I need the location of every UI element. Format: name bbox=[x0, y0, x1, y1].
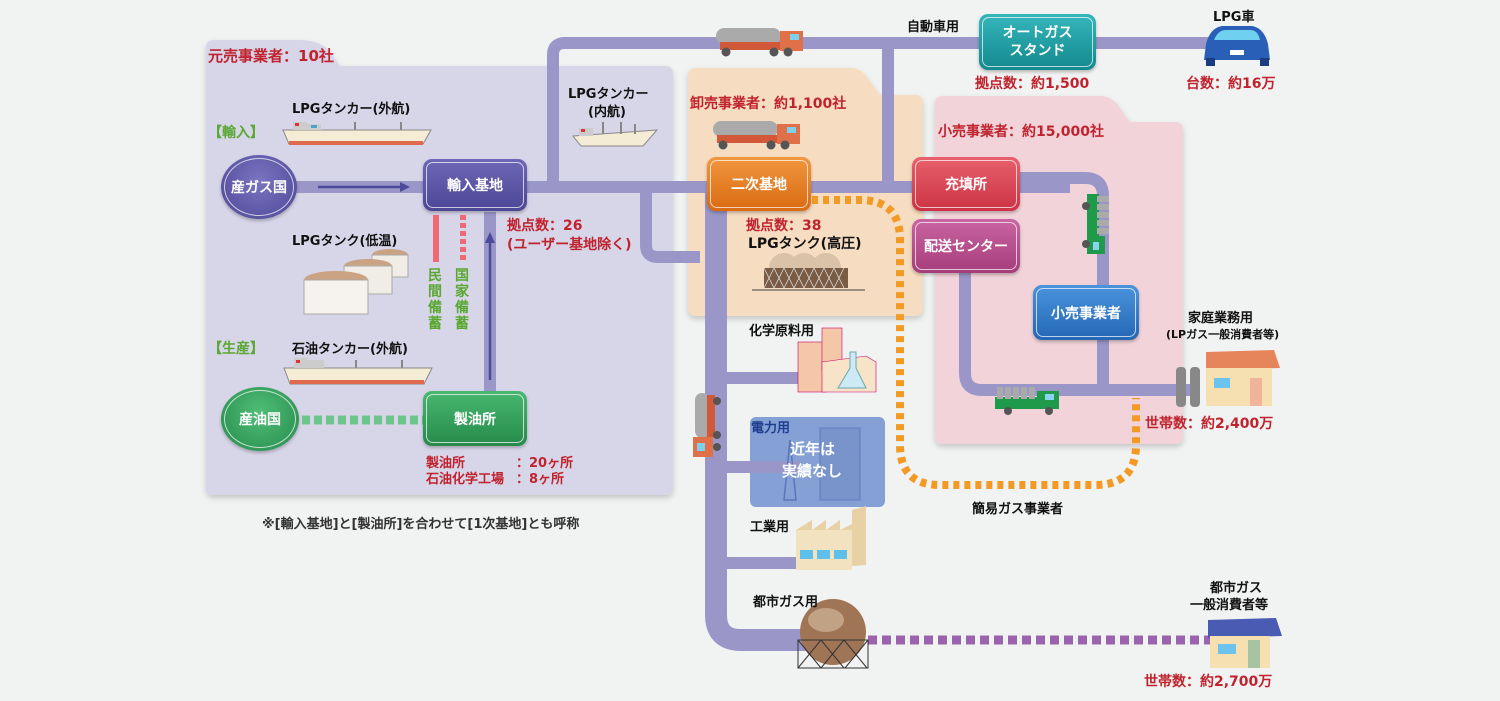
autogas-station-node[interactable]: オートガス スタンド bbox=[979, 14, 1096, 70]
simple-gas-dashed-line bbox=[812, 196, 1140, 489]
power-note-2: 実績なし bbox=[782, 462, 843, 480]
lpg-tanker-ocean-label: LPGタンカー(外航) bbox=[292, 102, 411, 117]
wholesale-title: 卸売事業者：約1,100社 bbox=[690, 96, 847, 112]
cylinder-truck-icon-horizontal bbox=[995, 387, 1059, 415]
auto-use-label: 自動車用 bbox=[907, 20, 960, 35]
refinery-count-value-2: ：8ヶ所 bbox=[516, 472, 565, 487]
lpg-car-count: 台数：約16万 bbox=[1186, 76, 1276, 92]
oil-producer-node[interactable]: 産油国 bbox=[221, 387, 299, 451]
tanker-truck-icon-top bbox=[716, 28, 803, 57]
simple-gas-operator-label: 簡易ガス事業者 bbox=[972, 502, 1064, 517]
oil-tanker-icon bbox=[283, 358, 433, 385]
primary-supplier-title: 元売事業者：10社 bbox=[208, 47, 334, 65]
refinery-count-label-2: 石油化学工場 bbox=[426, 472, 505, 487]
lpg-tank-low-temp-label: LPGタンク(低温) bbox=[292, 234, 398, 249]
chemical-use-label: 化学原料用 bbox=[749, 324, 815, 339]
gas-producer-node[interactable]: 産ガス国 bbox=[221, 155, 297, 219]
household-label-1: 家庭業務用 bbox=[1188, 311, 1254, 326]
secondary-base-node[interactable]: 二次基地 bbox=[707, 157, 811, 211]
import-tag: 【輸入】 bbox=[208, 125, 264, 141]
power-note-1: 近年は bbox=[790, 440, 836, 458]
household-label-2: (LPガス一般消費者等) bbox=[1166, 328, 1280, 341]
city-gas-consumer-label-1: 都市ガス bbox=[1210, 581, 1263, 596]
refinery-count-label-1: 製油所 bbox=[426, 456, 466, 471]
city-gas-house-icon bbox=[1208, 618, 1282, 668]
pipe-top-road bbox=[547, 37, 1210, 187]
flow-arrows bbox=[318, 182, 495, 380]
refinery-node[interactable]: 製油所 bbox=[423, 391, 527, 446]
import-base-count-note: (ユーザー基地除く) bbox=[507, 237, 632, 253]
delivery-center-node[interactable]: 配送センター bbox=[912, 219, 1020, 273]
city-gas-consumer-label-2: 一般消費者等 bbox=[1190, 598, 1269, 613]
lpg-tank-low-temp-icon bbox=[303, 249, 409, 315]
cylinder-truck-icon-vertical bbox=[1082, 194, 1109, 254]
industrial-use-label: 工業用 bbox=[750, 520, 790, 535]
pipe-trunk bbox=[705, 187, 810, 651]
lpg-tank-high-pressure-label: LPGタンク(高圧) bbox=[748, 236, 862, 252]
domestic-tanker-label-1: LPGタンカー bbox=[568, 87, 649, 102]
lpg-tank-high-pressure-icon bbox=[752, 253, 865, 291]
national-reserve-label: 国家備蓄 bbox=[455, 268, 469, 332]
power-use-label: 電力用 bbox=[751, 421, 791, 436]
lpg-car-label: LPG車 bbox=[1213, 10, 1255, 25]
pipe-retail-top bbox=[1020, 172, 1109, 390]
retail-title: 小売事業者：約15,000社 bbox=[938, 124, 1105, 140]
pipe-retail-left bbox=[959, 260, 1195, 396]
lpg-tanker-icon bbox=[282, 122, 432, 145]
production-tag: 【生産】 bbox=[208, 341, 264, 357]
inland-tanker-icon bbox=[572, 122, 659, 147]
retailer-node[interactable]: 小売事業者 bbox=[1033, 285, 1139, 340]
city-gas-consumer-count: 世帯数：約2,700万 bbox=[1144, 674, 1273, 690]
tanker-truck-icon-vertical bbox=[693, 393, 721, 457]
private-reserve-label: 民間備蓄 bbox=[428, 268, 442, 332]
factory-icon bbox=[796, 506, 866, 570]
power-plant-icon bbox=[783, 427, 861, 501]
refinery-count-value-1: ：20ヶ所 bbox=[516, 456, 574, 471]
oil-tanker-ocean-label: 石油タンカー(外航) bbox=[292, 342, 408, 357]
spherical-gas-tank-icon bbox=[797, 599, 869, 669]
lpg-car-icon bbox=[1204, 26, 1270, 66]
autogas-station-count: 拠点数：約1,500 bbox=[975, 76, 1090, 92]
city-gas-use-label: 都市ガス用 bbox=[753, 595, 819, 610]
footnote: ※[輸入基地]と[製油所]を合わせて[1次基地]とも呼称 bbox=[262, 517, 580, 532]
household-count: 世帯数：約2,400万 bbox=[1145, 416, 1274, 432]
secondary-base-count: 拠点数：38 bbox=[746, 218, 822, 234]
tanker-truck-icon-wholesale bbox=[713, 121, 800, 150]
import-base-node[interactable]: 輸入基地 bbox=[423, 159, 527, 211]
chemical-plant-icon bbox=[797, 327, 877, 393]
import-base-count: 拠点数：26 bbox=[507, 218, 583, 234]
filling-station-node[interactable]: 充填所 bbox=[912, 157, 1020, 211]
household-house-icon bbox=[1176, 350, 1280, 407]
domestic-tanker-label-2: (内航) bbox=[588, 105, 626, 120]
pipe-branch-inland bbox=[640, 187, 700, 263]
